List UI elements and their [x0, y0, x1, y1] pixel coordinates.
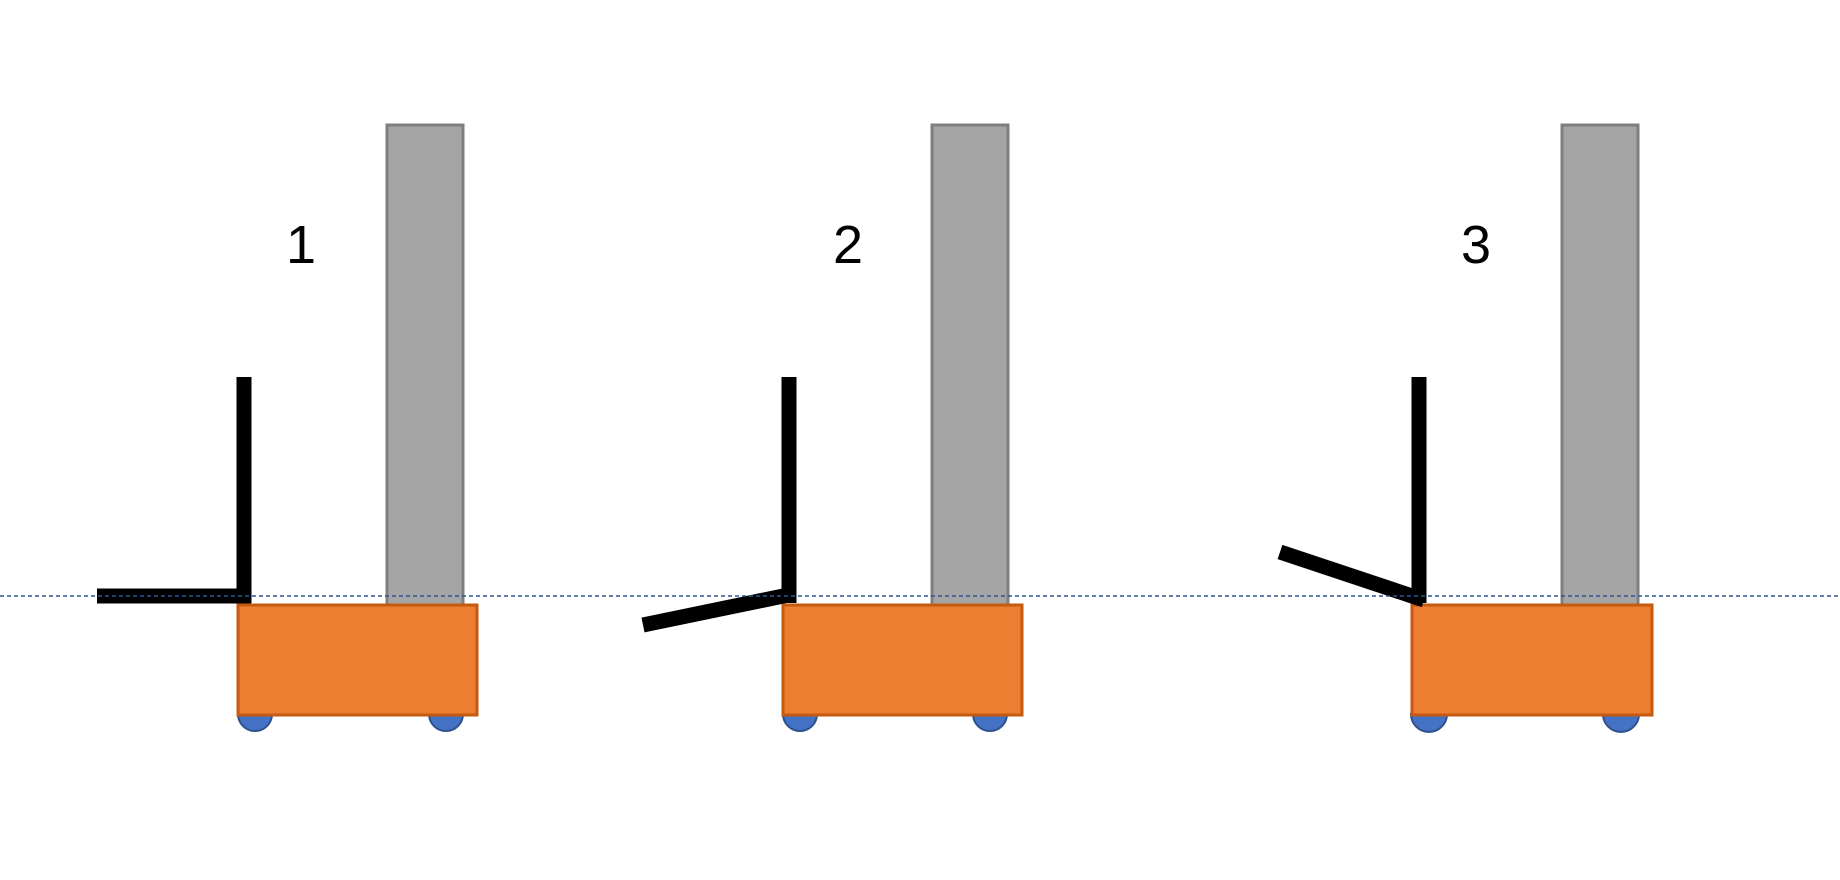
column-2 [930, 123, 1010, 607]
base-1 [236, 603, 479, 717]
wheel-3-right [1601, 713, 1641, 733]
arm-2-tilted [641, 586, 795, 633]
arm-3-tilted [1277, 544, 1427, 608]
wheel-3-left [1409, 713, 1449, 733]
base-3 [1410, 603, 1654, 717]
wheel-1-left [236, 713, 274, 732]
wheel-1-right [427, 713, 465, 732]
column-1 [385, 123, 465, 607]
panel-1-label: 1 [286, 215, 316, 275]
panel-2: 2 [641, 123, 1024, 732]
panel-3: 3 [1277, 123, 1654, 733]
wheel-2-right [971, 713, 1009, 732]
panel-1: 1 [97, 123, 479, 732]
base-2 [781, 603, 1024, 717]
column-3 [1560, 123, 1640, 607]
panel-2-label: 2 [833, 215, 863, 275]
wheel-2-left [781, 713, 819, 732]
panel-3-label: 3 [1461, 215, 1491, 275]
